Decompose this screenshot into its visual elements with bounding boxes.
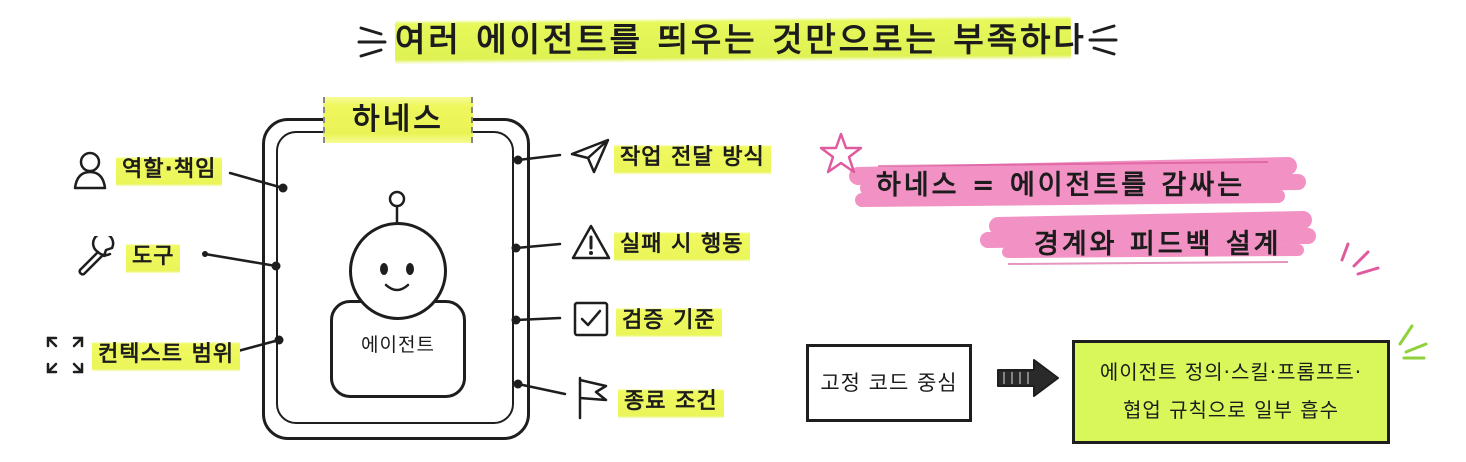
right-item-label-exit: 종료 조건 [618,386,724,420]
page-title: 여러 에이전트를 띄우는 것만으로는 부족하다 [395,20,1087,59]
wrench-icon [78,236,115,276]
warning-icon [571,224,611,260]
absorbed-rules-box: 에이전트 정의·스킬·프롬프트· 협업 규칙으로 일부 흡수 [1072,340,1390,444]
agent-robot-head [349,222,447,320]
star-icon [819,132,863,174]
robot-antenna-icon [388,190,406,224]
arrow-right-icon [997,359,1059,397]
robot-face-icon [380,263,414,292]
pink-highlight [849,157,1316,265]
definition-line-2: 경계와 피드백 설계 [1034,229,1282,260]
paper-plane-icon [570,138,610,174]
person-icon [73,151,107,190]
green-accent-icon [1398,324,1428,360]
absorbed-line-2: 협업 규칙으로 일부 흡수 [1122,398,1340,422]
flag-icon [578,376,608,420]
title-accent-left-icon [357,26,387,58]
pink-accent-icon [1340,242,1380,276]
right-item-label-failure: 실패 시 행동 [614,229,750,263]
left-item-label-context: 컨텍스트 범위 [92,339,241,373]
fixed-code-box: 고정 코드 중심 [806,344,972,422]
title-accent-right-icon [1088,24,1118,56]
right-item-label-verify: 검증 기준 [616,305,722,339]
left-item-label-role: 역할·책임 [116,154,223,188]
right-item-label-delivery: 작업 전달 방식 [614,142,771,176]
checkbox-icon [573,301,609,337]
agent-label: 에이전트 [361,334,435,356]
harness-label: 하네스 [323,97,473,143]
fixed-code-label: 고정 코드 중심 [820,371,958,395]
expand-arrows-icon [46,336,84,374]
absorbed-line-1: 에이전트 정의·스킬·프롬프트· [1099,360,1363,384]
left-item-label-tools: 도구 [126,241,181,275]
definition-line-1: 하네스 = 에이전트를 감싸는 [876,170,1246,201]
